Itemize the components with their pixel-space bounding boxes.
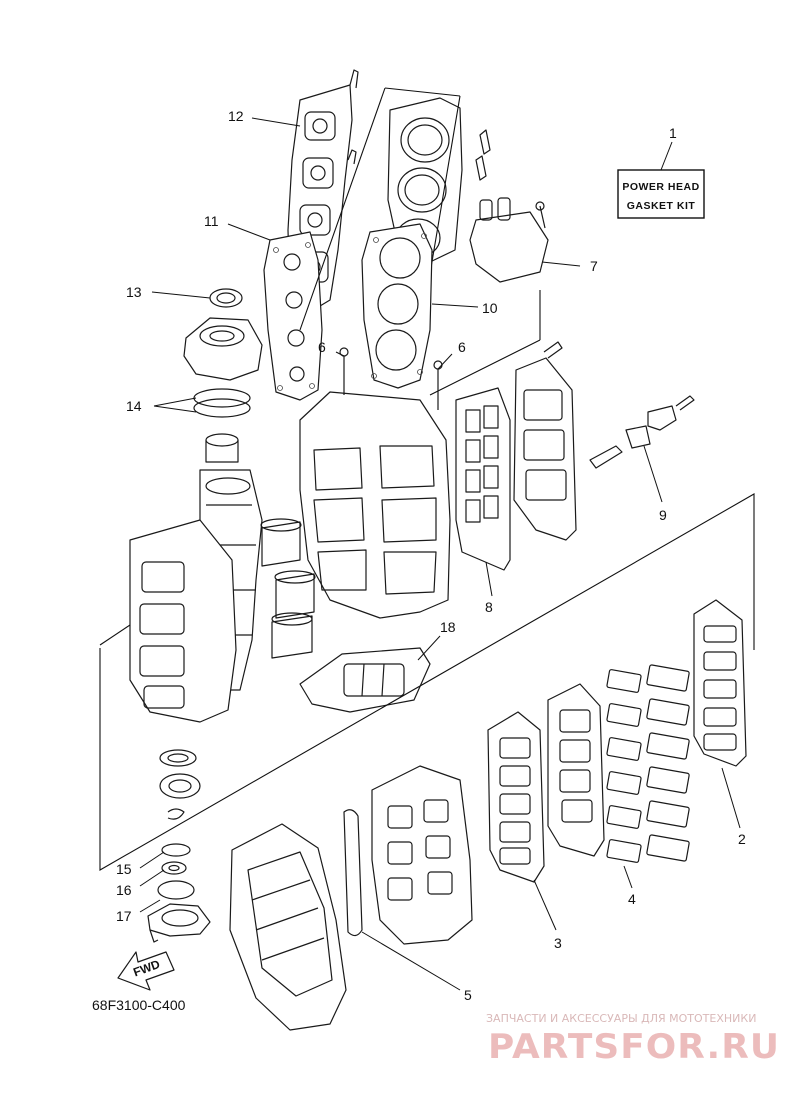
callout-15: 15: [116, 861, 132, 877]
callout-2: 2: [738, 831, 746, 847]
cylinder-gasket: [361, 223, 433, 389]
reed-gasket-3: [487, 711, 545, 883]
callout-14: 14: [126, 398, 142, 414]
thermostat-cover: [429, 197, 549, 396]
callout-18: 18: [440, 619, 456, 635]
gasket-18: [299, 647, 431, 713]
reed-valves: [606, 664, 690, 863]
part-code: 68F3100-C400: [92, 997, 186, 1013]
crankcase-left: [99, 519, 237, 723]
thermostat-parts: [589, 395, 695, 469]
gasket-kit-box: POWER HEAD GASKET KIT: [617, 141, 705, 219]
leader-lines: [139, 117, 741, 991]
callout-17: 17: [116, 908, 132, 924]
callout-4: 4: [628, 891, 636, 907]
intake-silencer: [229, 823, 347, 1031]
callout-11: 11: [204, 213, 219, 229]
reed-gasket-2: [693, 599, 747, 767]
callouts: 1 2 3 4 5 6 6 7 8 9 10 11 12 13 14 15 16…: [116, 108, 746, 1003]
callout-9: 9: [659, 507, 667, 523]
watermark: ЗАПЧАСТИ И АКСЕССУАРЫ ДЛЯ МОТОТЕХНИКИ PA…: [486, 1012, 780, 1067]
callout-3: 3: [554, 935, 562, 951]
assembly-frame: [99, 493, 755, 871]
watermark-tagline: ЗАПЧАСТИ И АКСЕССУАРЫ ДЛЯ МОТОТЕХНИКИ: [486, 1012, 756, 1025]
callout-6a: 6: [318, 339, 326, 355]
exhaust-cover-gasket: [455, 387, 511, 571]
callout-16: 16: [116, 882, 132, 898]
exhaust-cover: [513, 341, 577, 541]
intake-gasket-loop: [343, 809, 363, 937]
kit-label-line2: GASKET KIT: [627, 200, 696, 212]
reed-valve-left-column: [606, 669, 642, 863]
cylinder-block-main: [299, 347, 451, 619]
lower-seal-bearing: [159, 749, 201, 820]
reed-valve-right-column: [646, 664, 690, 862]
callout-13: 13: [126, 284, 142, 300]
cylinder-block-upper: [299, 87, 491, 381]
oil-seal-top: [209, 288, 243, 308]
watermark-brand: PARTSFOR.RU: [488, 1027, 780, 1067]
reed-valve-plate: [547, 683, 605, 857]
lower-housing-parts: [147, 843, 211, 943]
callout-7: 7: [590, 258, 598, 274]
callout-8: 8: [485, 599, 493, 615]
callout-5: 5: [464, 987, 472, 1003]
fwd-arrow: FWD: [117, 951, 175, 991]
kit-label-line1: POWER HEAD: [622, 181, 699, 193]
intake-manifold: [371, 765, 473, 945]
callout-10: 10: [482, 300, 498, 316]
o-rings: [193, 388, 251, 418]
head-gasket: [263, 231, 323, 401]
callout-1: 1: [669, 125, 677, 141]
upper-bearing-housing: [183, 317, 263, 381]
callout-12: 12: [228, 108, 244, 124]
bearing-sleeve: [205, 433, 239, 463]
callout-6b: 6: [458, 339, 466, 355]
